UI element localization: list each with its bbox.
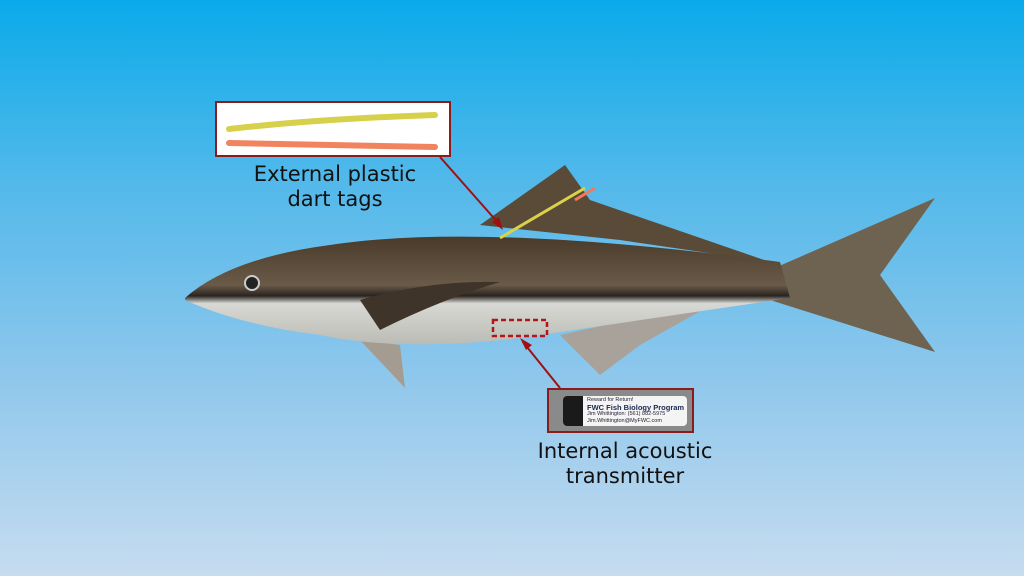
tail-fin — [770, 198, 935, 352]
yellow-dart-tag — [499, 186, 586, 240]
dart-tags-image — [226, 112, 438, 150]
orange-dart-tag — [574, 186, 596, 202]
label-line: dart tags — [287, 187, 383, 211]
label-line: Internal acoustic — [537, 439, 713, 463]
transmitter-image: Reward for Return! FWC Fish Biology Prog… — [563, 396, 687, 426]
transmitter-location-marker — [491, 318, 549, 338]
transmitter-text: Jim.Whittington@MyFWC.com — [587, 418, 662, 424]
pelvic-fin — [360, 340, 405, 388]
internal-transmitter-label: Internal acoustic transmitter — [525, 439, 725, 489]
anal-fin — [560, 300, 720, 375]
transmitter-text: Jim Whittington: (561) 882-5975 — [587, 411, 666, 417]
fish-body — [185, 236, 790, 345]
dart-tags-photo — [215, 101, 451, 157]
transmitter-arrow — [522, 341, 561, 389]
label-line: transmitter — [565, 464, 685, 488]
transmitter-text: Reward for Return! — [587, 397, 634, 403]
dorsal-fin — [480, 165, 770, 262]
transmitter-text: FWC Fish Biology Program — [587, 403, 685, 412]
transmitter-cap — [563, 396, 583, 426]
acoustic-transmitter-photo: Reward for Return! FWC Fish Biology Prog… — [547, 388, 694, 433]
pectoral-fin — [360, 281, 500, 330]
external-tag-arrow — [439, 156, 501, 226]
label-line: External plastic — [253, 162, 417, 186]
external-tags-label: External plastic dart tags — [240, 162, 430, 212]
fish-eye — [244, 275, 260, 291]
